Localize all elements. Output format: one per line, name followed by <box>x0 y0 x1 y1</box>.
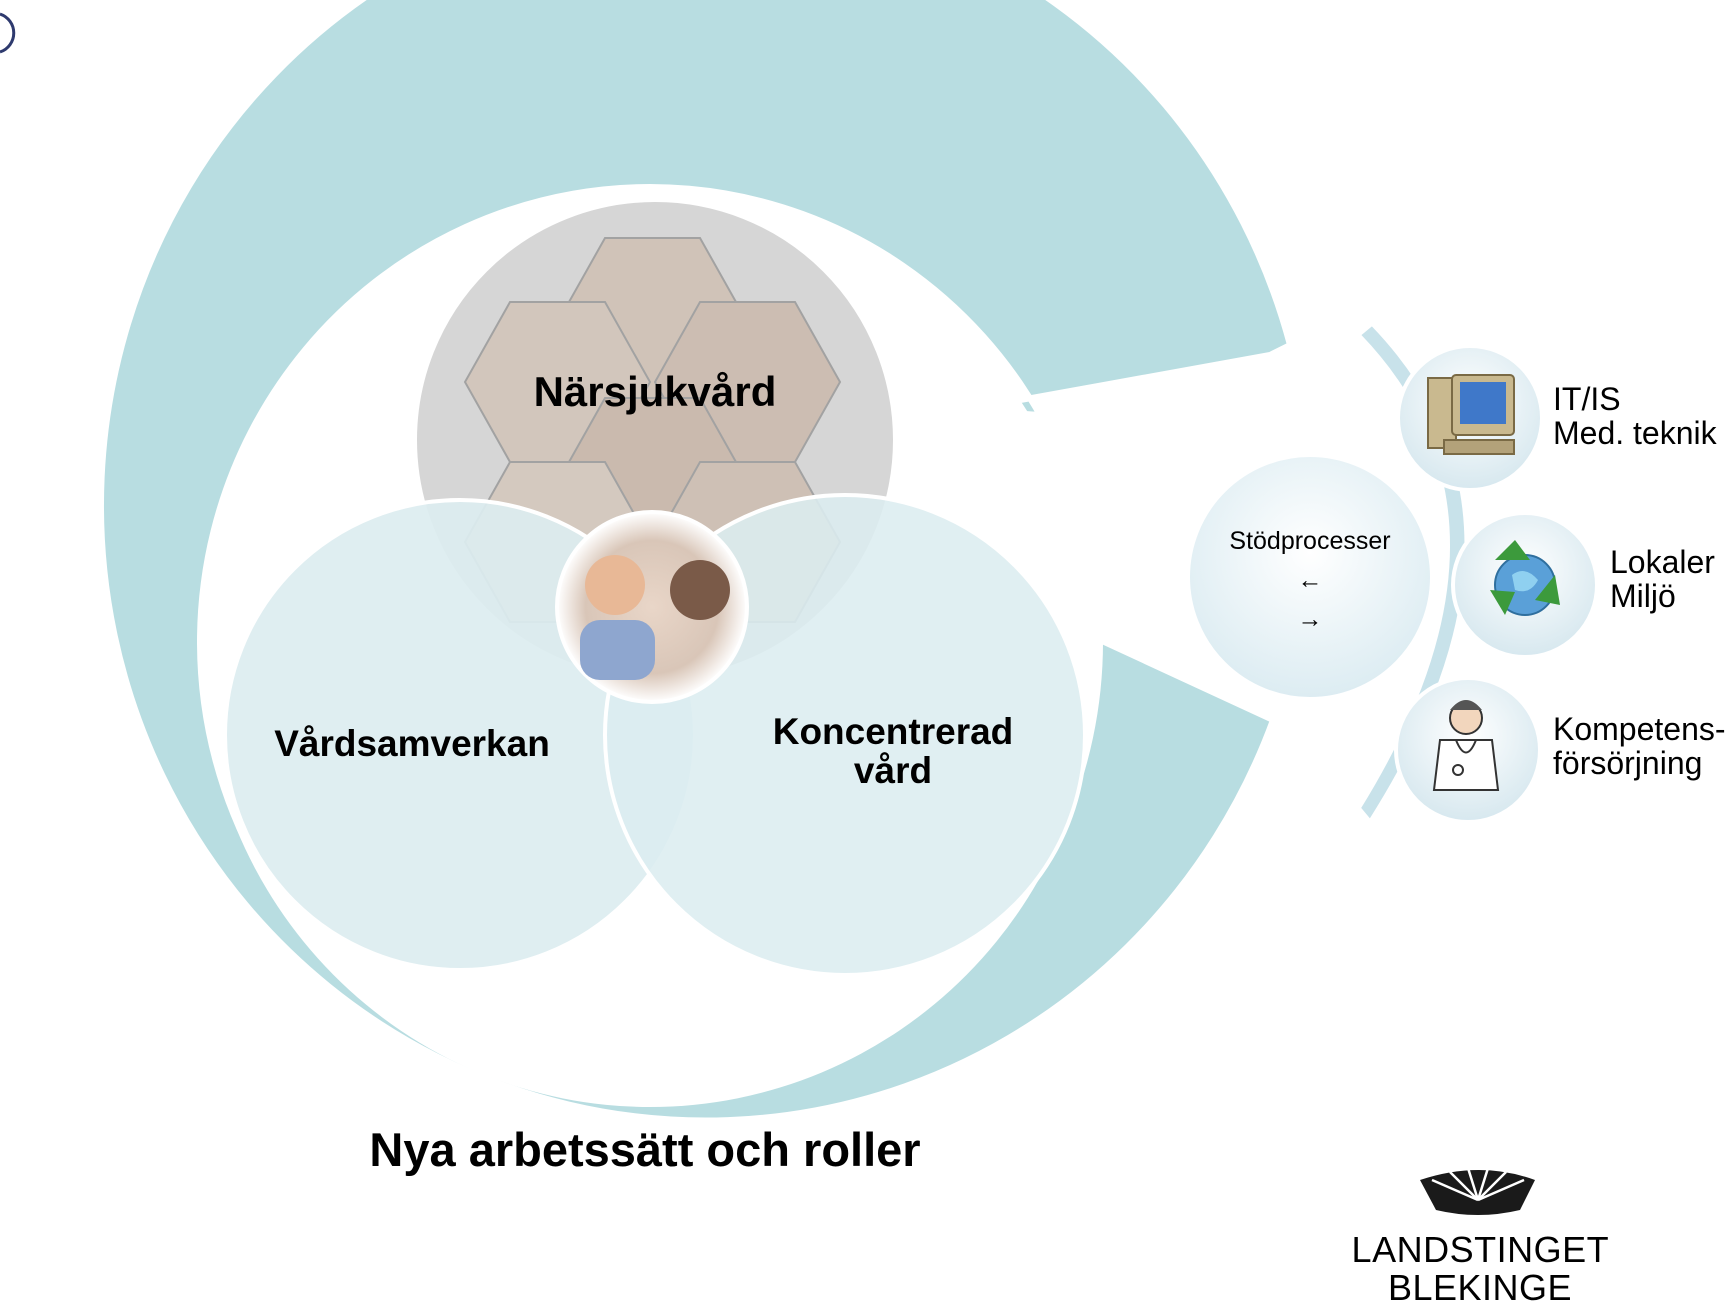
cycle-arrow <box>97 0 1293 1124</box>
bottom-caption: Nya arbetssätt och roller <box>369 1123 921 1176</box>
recycle-globe-icon <box>1490 540 1560 616</box>
doctor-icon <box>1432 700 1500 791</box>
child-face-shape <box>585 555 645 615</box>
narsjukvard-label: Närsjukvård <box>533 368 777 415</box>
vardsamverkan-label: Vårdsamverkan <box>274 723 550 764</box>
corner-ornament <box>0 12 16 54</box>
support-item-lokaler-label: Lokaler Miljö <box>1610 544 1715 614</box>
support-hub-label: Stödprocesser ← → <box>1229 527 1391 633</box>
child-shirt-shape <box>580 620 655 680</box>
support-item-kompetens-label: Kompetens- försörjning <box>1553 711 1726 781</box>
support-hub <box>1186 453 1434 701</box>
logo-text: LANDSTINGET BLEKINGE <box>1351 1229 1610 1308</box>
support-item-it-label: IT/IS Med. teknik <box>1553 381 1717 451</box>
landstinget-logo-emblem <box>1420 1167 1535 1215</box>
koncentrerad-label: Koncentrerad vård <box>772 711 1014 791</box>
doctor-head-shape <box>670 560 730 620</box>
computer-icon <box>1427 374 1515 455</box>
